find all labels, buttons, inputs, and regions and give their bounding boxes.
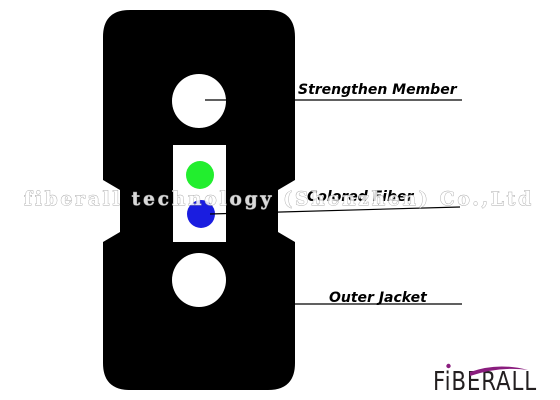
label-colored-fiber: Colored Fiber: [307, 189, 414, 205]
svg-text:FiBERALL: FiBERALL: [433, 367, 537, 397]
strength-member-bottom: [172, 253, 226, 307]
colored-fiber-green: [186, 161, 214, 189]
logo-swoosh: [470, 366, 528, 376]
fiberall-logo: FiBERALL: [433, 363, 537, 397]
callout-line-colored-fiber: [209, 206, 461, 215]
label-strength-member: Strengthen Member: [298, 82, 458, 98]
strength-member-top: [172, 74, 226, 128]
colored-fiber-blue: [187, 200, 215, 228]
watermark-text: fiberall technology (Shenzhen) Co.,Ltd: [24, 188, 534, 210]
logo-dot: [446, 363, 451, 369]
label-outer-jacket: Outer Jacket: [329, 290, 428, 306]
